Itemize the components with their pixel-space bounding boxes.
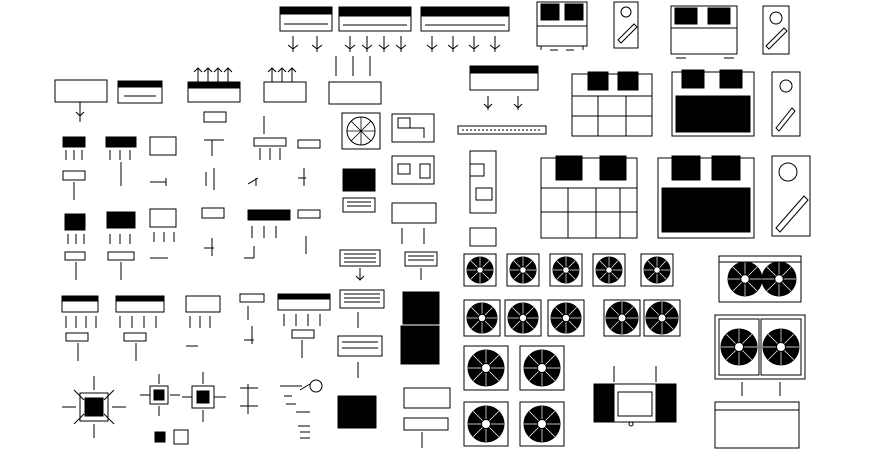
wall-unit-block bbox=[279, 6, 333, 52]
outdoor-condensing-fans bbox=[463, 253, 800, 447]
ducted-unit-block bbox=[185, 295, 221, 347]
wall-unit-block bbox=[61, 295, 99, 361]
ahu-large-block bbox=[540, 155, 638, 239]
condenser-fan-icon bbox=[463, 345, 509, 391]
cassette-unit-block bbox=[106, 211, 136, 280]
dry-coolers bbox=[593, 255, 806, 449]
condenser-fan-icon bbox=[547, 299, 585, 337]
linear-grille-block bbox=[457, 125, 547, 135]
condenser-fan-block bbox=[341, 112, 381, 150]
ahu-large-block bbox=[657, 155, 755, 239]
condenser-fan-icon bbox=[519, 401, 565, 447]
cassette-unit-block bbox=[117, 80, 163, 104]
console-unit-block bbox=[149, 136, 177, 156]
cassette-units bbox=[62, 372, 323, 445]
ahu-side-block bbox=[771, 155, 811, 237]
ahu-large-block bbox=[671, 69, 755, 137]
dry-cooler-block bbox=[718, 255, 802, 303]
condenser-fan-icon bbox=[603, 299, 641, 337]
ahu-side-block bbox=[771, 71, 801, 137]
condenser-fan-icon bbox=[727, 261, 763, 297]
condenser-fan-icon bbox=[504, 299, 542, 337]
ahu-block bbox=[670, 5, 738, 59]
condenser-fan-icon bbox=[463, 401, 509, 447]
wall-unit-block bbox=[420, 6, 510, 52]
ducted-and-console-units bbox=[54, 56, 382, 361]
dry-cooler-block bbox=[714, 314, 806, 380]
condenser-fan-icon bbox=[643, 299, 681, 337]
four-way-cassette-block bbox=[182, 372, 226, 422]
dry-cooler-block bbox=[714, 382, 800, 449]
console-unit-block bbox=[203, 111, 227, 123]
cassette-unit-block bbox=[105, 136, 137, 186]
air-handling-units bbox=[536, 1, 811, 239]
condenser-fan-icon bbox=[463, 299, 501, 337]
condenser-block bbox=[593, 366, 677, 427]
ducted-and-console-units bbox=[337, 112, 451, 448]
wall-unit-block bbox=[115, 295, 165, 361]
condenser-fan-icon bbox=[549, 253, 583, 287]
wall-unit-block bbox=[277, 293, 331, 358]
cassette-unit-block bbox=[62, 136, 86, 200]
condenser-fan-icon bbox=[720, 328, 758, 366]
ahu-side-block bbox=[762, 5, 790, 55]
cassette-unit-block bbox=[64, 213, 86, 280]
condenser-fan-icon bbox=[506, 253, 540, 287]
ahu-large-block bbox=[571, 71, 653, 137]
condenser-fan-icon bbox=[463, 253, 497, 287]
condenser-fan-icon bbox=[640, 253, 674, 287]
four-way-cassette-block bbox=[62, 376, 126, 438]
console-unit-block bbox=[149, 208, 177, 228]
split-ac-wall-units bbox=[457, 65, 547, 247]
console-unit-block bbox=[328, 81, 382, 105]
wall-unit-block bbox=[338, 6, 412, 52]
condenser-fan-icon bbox=[519, 345, 565, 391]
console-unit-block bbox=[54, 79, 108, 103]
ahu-side-block bbox=[613, 1, 639, 49]
wall-unit-block bbox=[247, 209, 291, 221]
condenser-fan-icon bbox=[762, 328, 800, 366]
ahu-block bbox=[536, 1, 588, 51]
ducted-unit-block bbox=[263, 67, 307, 103]
split-ac-wall-units bbox=[279, 6, 510, 52]
condenser-fan-icon bbox=[761, 261, 797, 297]
condenser-fan-icon bbox=[592, 253, 626, 287]
four-way-cassette-block bbox=[140, 374, 180, 416]
ducted-unit-block bbox=[187, 67, 241, 103]
